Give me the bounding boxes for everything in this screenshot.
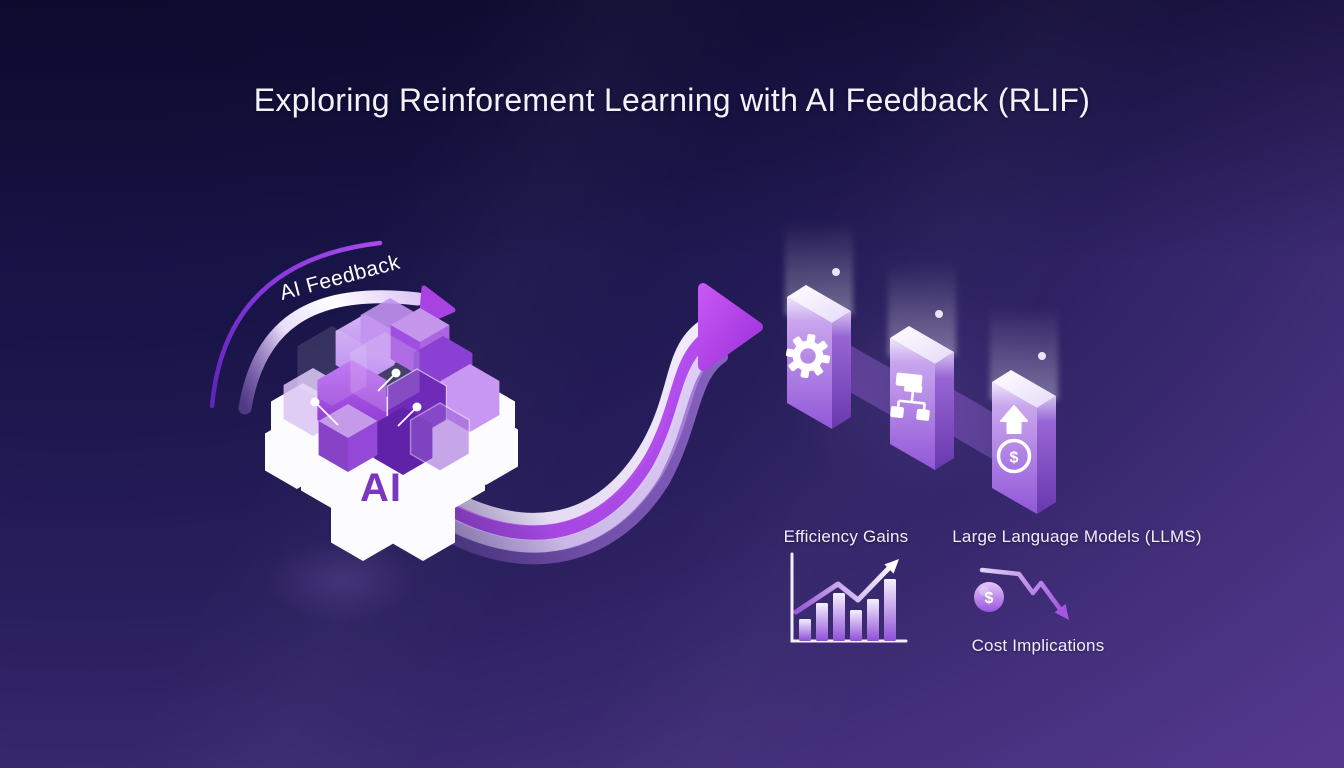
sparkle-dot — [1038, 352, 1046, 360]
llms-label: Large Language Models (LLMS) — [952, 527, 1202, 546]
pillar-llm — [890, 326, 954, 470]
dollar-up-arrow-icon: $ — [996, 405, 1032, 474]
feedback-outer-arc — [209, 240, 383, 409]
flow-arrowhead-icon — [698, 283, 763, 371]
flow-ribbon-arrow — [412, 283, 763, 565]
flowchart-icon — [890, 372, 930, 421]
feedback-inner-arc — [238, 290, 425, 415]
pillar-band — [951, 388, 994, 460]
ai-core-label: AI — [360, 466, 402, 510]
pillar-cost: $ — [992, 370, 1056, 514]
bar-chart-rising-icon — [790, 552, 908, 643]
page-title: Exploring Reinforement Learning with AI … — [253, 82, 1091, 118]
sparkle-dot — [832, 268, 840, 276]
coin-dollar-glyph: $ — [1010, 450, 1019, 467]
pillar-band — [848, 344, 892, 416]
circuit-nodes-icon — [310, 368, 422, 427]
cost-decline-group: $ — [974, 567, 1069, 620]
gear-icon — [785, 333, 831, 379]
cost-implications-label: Cost Implications — [971, 636, 1105, 655]
efficiency-gains-label: Efficiency Gains — [783, 527, 909, 546]
pillars-group: $ — [785, 222, 1058, 514]
pillar-efficiency — [785, 285, 851, 429]
coin-dollar-glyph: $ — [985, 590, 994, 607]
sparkle-dot — [935, 310, 943, 318]
coin-icon: $ — [974, 582, 1004, 612]
declining-arrow-icon — [979, 567, 1069, 620]
